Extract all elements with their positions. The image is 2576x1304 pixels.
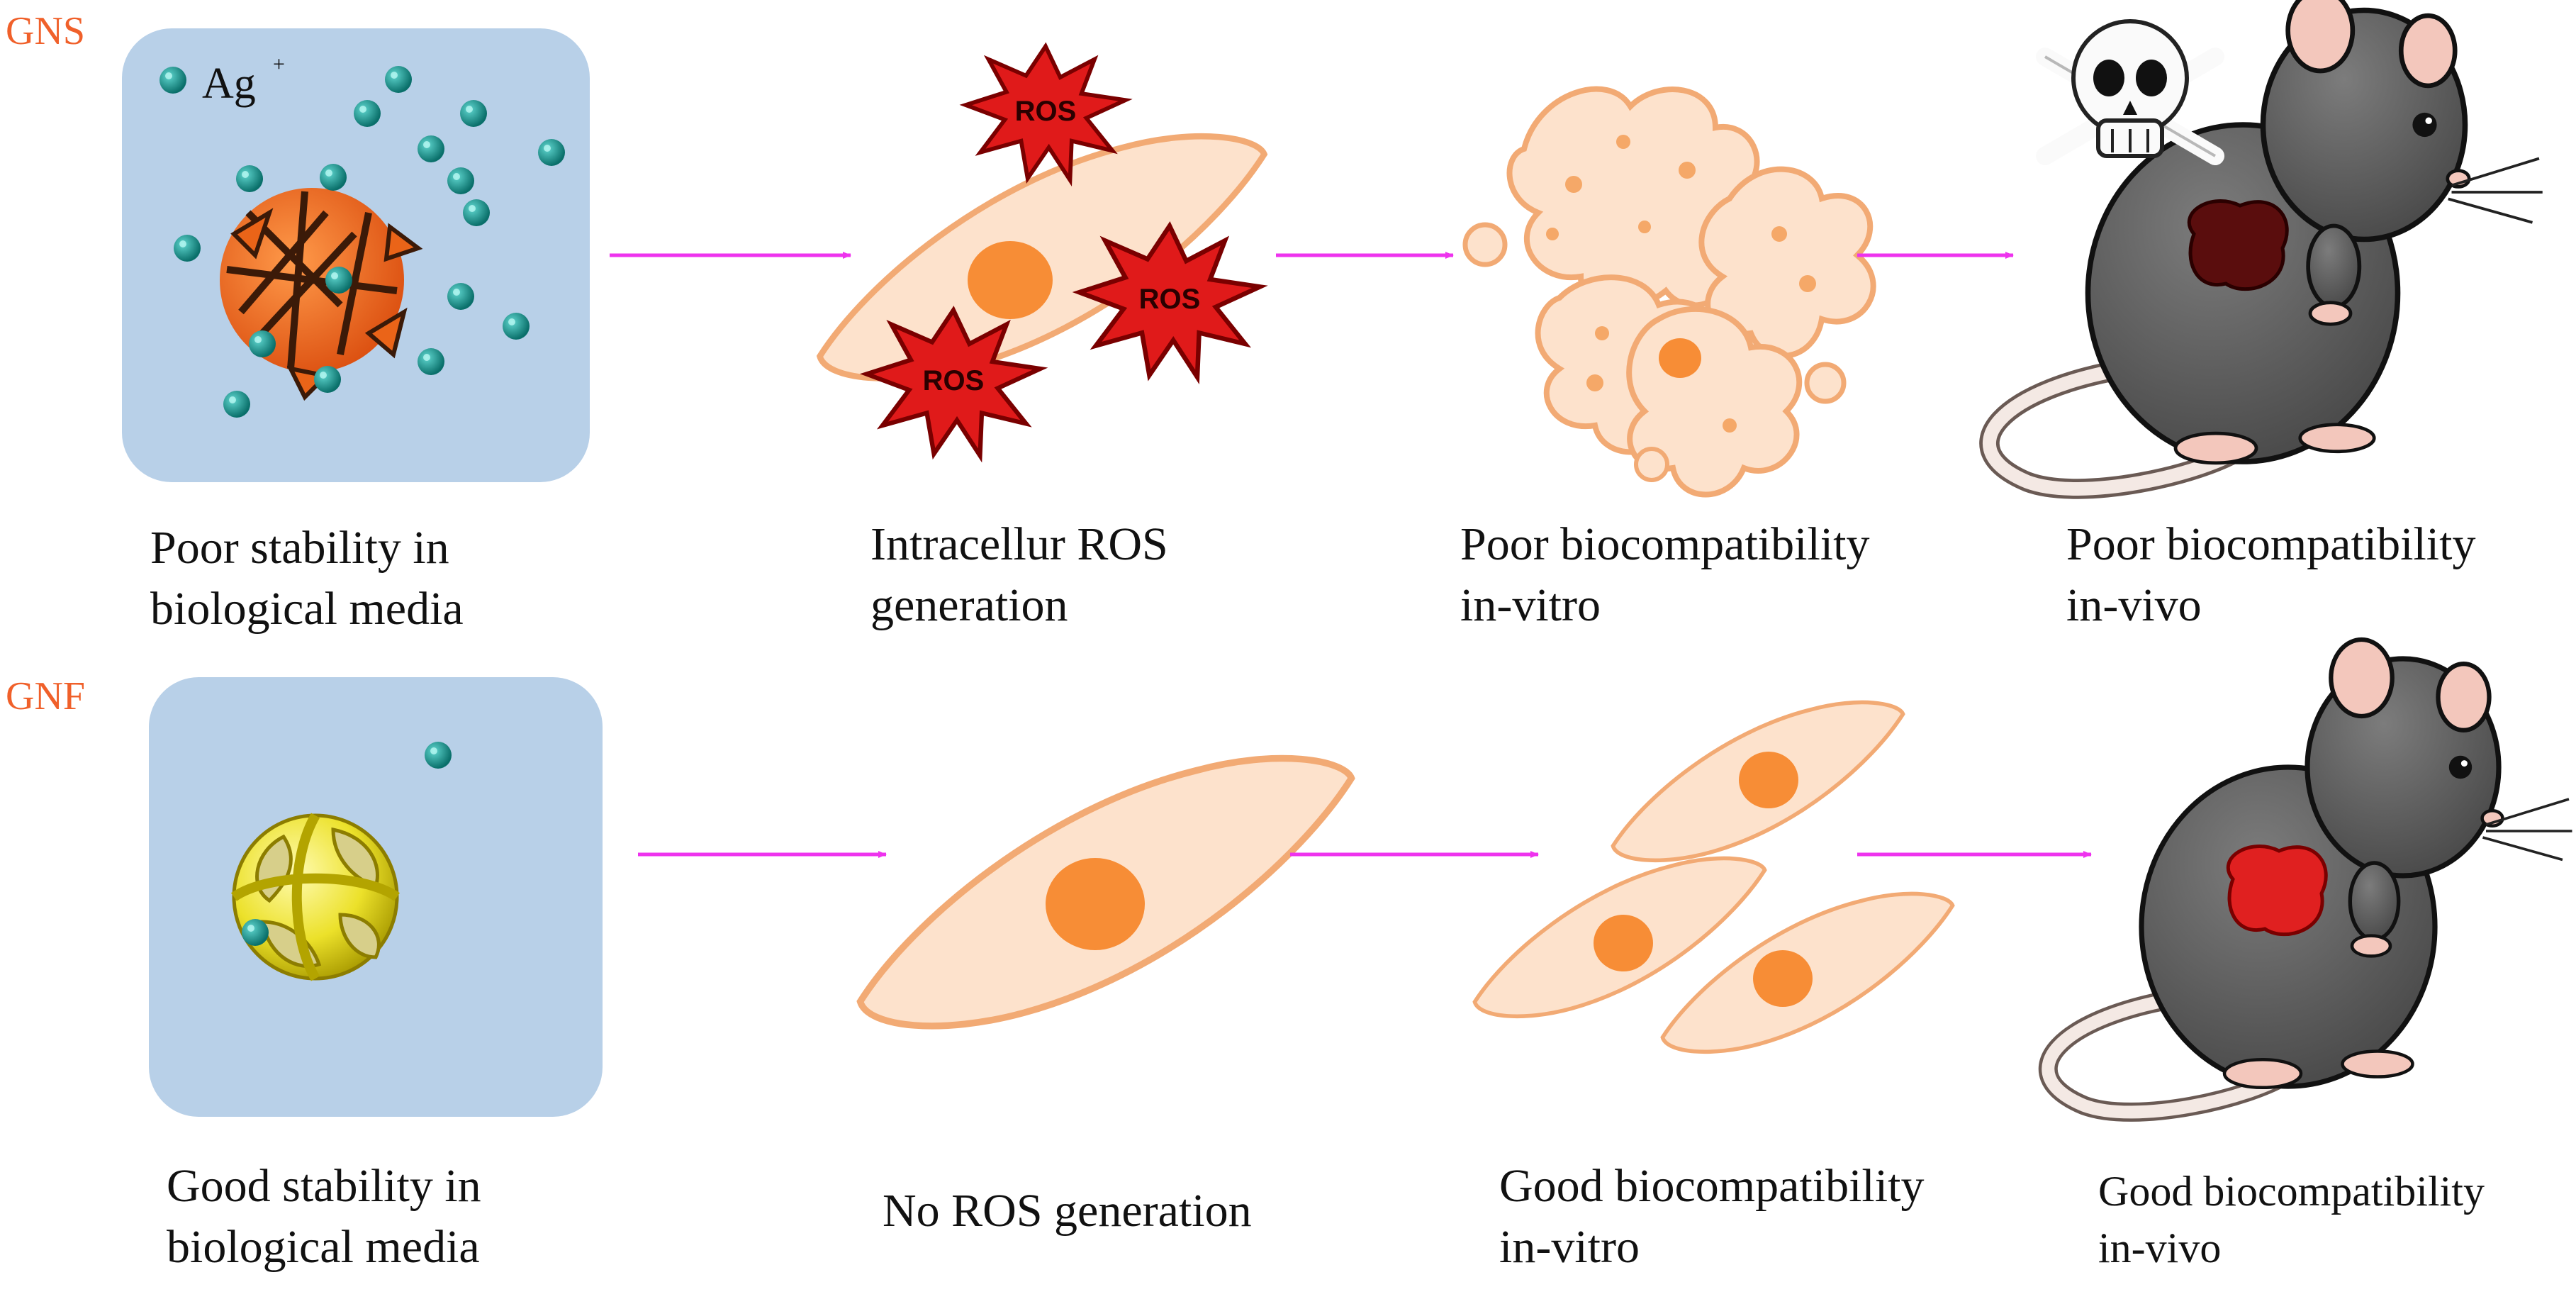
nucleus (1046, 858, 1145, 950)
caption-gnf-invivo: Good biocompatibility in-vivo (2098, 1168, 2485, 1271)
ros-label-3: ROS (923, 365, 985, 396)
caption-gns-ros: Intracellur ROS generation (870, 518, 1168, 631)
fragmented-nanoparticle-icon (220, 188, 423, 401)
nucleus (968, 241, 1053, 319)
damaged-liver-icon (2187, 199, 2289, 291)
gnf-panel (149, 677, 603, 1117)
healthy-liver-icon (2226, 845, 2328, 937)
ion-charge: + (273, 52, 285, 76)
row-tag-gns: GNS (6, 9, 86, 53)
intact-nanoparticle-icon (230, 813, 401, 981)
ros-cell-group: ROS ROS ROS (820, 46, 1265, 455)
caption-gnf-ros: No ROS generation (883, 1185, 1252, 1237)
caption-gnf-invitro: Good biocompatibility in-vitro (1499, 1160, 1925, 1273)
ros-label-2: ROS (1139, 284, 1201, 315)
ion-label: Ag (202, 60, 256, 108)
ros-label-1: ROS (1015, 96, 1077, 127)
caption-gnf-stability: Good stability in biological media (167, 1160, 481, 1273)
caption-gns-stability: Poor stability in biological media (150, 522, 464, 635)
caption-gns-invivo: Poor biocompatibility in-vivo (2066, 518, 2476, 631)
caption-gns-invitro: Poor biocompatibility in-vitro (1460, 518, 1870, 631)
healthy-cells-icon (1474, 702, 1952, 1052)
row-tag-gnf: GNF (6, 674, 86, 718)
skull-crossbones-icon (2036, 19, 2224, 165)
damaged-cells-icon (1462, 86, 1876, 498)
gns-panel: Ag + (122, 28, 590, 482)
